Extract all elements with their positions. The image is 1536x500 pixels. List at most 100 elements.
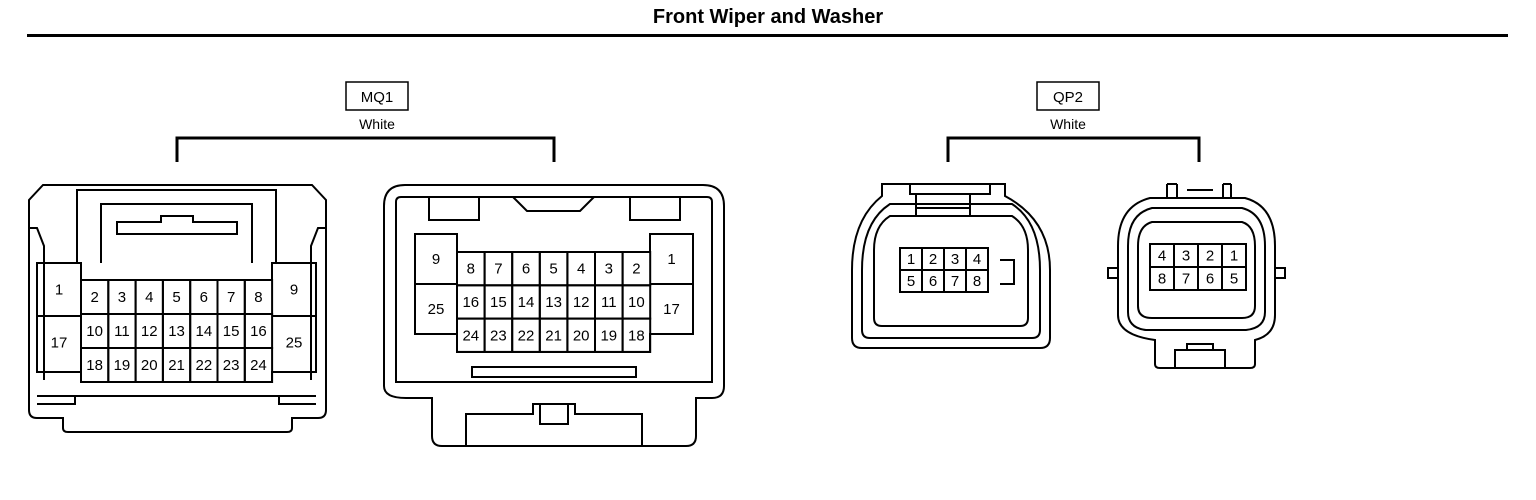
bottom-slot [471, 366, 637, 378]
pin-number: 5 [172, 289, 180, 306]
page-title: Front Wiper and Washer [652, 6, 884, 28]
pin-number: 5 [1230, 271, 1238, 288]
pin-number: 17 [663, 301, 680, 318]
pin-cell [243, 347, 274, 383]
pin-number: 21 [545, 327, 562, 344]
bottom-latch [1174, 343, 1226, 368]
pin-number: 2 [929, 251, 937, 268]
pin-number: 23 [490, 327, 507, 344]
pin-number: 6 [1206, 271, 1214, 288]
pin-number: 6 [929, 273, 937, 290]
pin-number: 24 [250, 357, 267, 374]
pin-number: 7 [1182, 271, 1190, 288]
connector-code-label: QP2 [1053, 89, 1083, 106]
connector-mq1-header: MQ1 White [175, 81, 556, 162]
connector-color-label: White [1050, 116, 1086, 132]
pin-number: 3 [951, 251, 959, 268]
pin-cell [1221, 266, 1247, 291]
housing-outline [1117, 197, 1276, 369]
pin-number: 18 [86, 357, 103, 374]
pin-number: 16 [462, 294, 479, 311]
pin-number: 1 [667, 251, 675, 268]
title-underline [27, 34, 1508, 37]
top-posts [1166, 183, 1232, 198]
housing-outline [383, 184, 725, 447]
pin-number: 13 [168, 323, 185, 340]
top-latch [909, 184, 991, 216]
pin-number: 18 [628, 327, 645, 344]
top-key-left [428, 197, 480, 221]
pin-number: 20 [141, 357, 158, 374]
housing-inner [1127, 207, 1266, 331]
pin-number: 14 [196, 323, 213, 340]
pin-number: 4 [577, 261, 585, 278]
pin-number: 11 [601, 294, 617, 311]
pin-number: 12 [141, 323, 158, 340]
pin-number: 10 [628, 294, 645, 311]
pin-number: 6 [522, 261, 530, 278]
pin-number: 15 [223, 323, 240, 340]
pin-number: 21 [168, 357, 185, 374]
pin-number: 2 [632, 261, 640, 278]
pin-number: 7 [494, 261, 502, 278]
pin-number: 1 [907, 251, 915, 268]
pin-number: 19 [600, 327, 617, 344]
pin-number: 9 [290, 282, 298, 299]
pin-number: 14 [518, 294, 535, 311]
top-key-right [629, 197, 681, 221]
connector-color-label: White [359, 116, 395, 132]
side-key [1000, 259, 1015, 285]
housing-notch-right [310, 227, 326, 380]
pin-number: 4 [1158, 248, 1166, 265]
connector-bracket [946, 136, 1201, 162]
housing-notch-left [29, 227, 45, 380]
top-key-center [512, 196, 595, 212]
pin-number: 12 [573, 294, 590, 311]
connector-code-box [1036, 81, 1100, 111]
pin-number: 17 [51, 335, 68, 352]
pin-number: 3 [1182, 248, 1190, 265]
housing-outline [851, 183, 1051, 349]
pin-number: 2 [1206, 248, 1214, 265]
pin-number: 15 [490, 294, 507, 311]
connector-qp2-header: QP2 White [946, 81, 1201, 162]
pin-number: 1 [1230, 248, 1238, 265]
pin-number: 16 [250, 323, 267, 340]
pin-number: 23 [223, 357, 240, 374]
latch-tab [116, 215, 238, 235]
pin-number: 7 [951, 273, 959, 290]
bottom-latch [465, 403, 643, 446]
pin-number: 4 [145, 289, 153, 306]
latch-frame [76, 189, 277, 263]
pin-number: 8 [254, 289, 262, 306]
pin-number: 11 [114, 323, 130, 340]
housing-inner [395, 196, 713, 383]
pin-number: 8 [1158, 271, 1166, 288]
pin-number: 19 [114, 357, 131, 374]
bottom-rail [37, 395, 316, 405]
pin-number: 25 [286, 335, 303, 352]
pin-number: 22 [196, 357, 213, 374]
pin-number: 10 [86, 323, 103, 340]
side-pegs [1107, 267, 1286, 279]
housing-inner [861, 203, 1041, 339]
pin-cell [965, 269, 989, 293]
pin-number: 4 [973, 251, 981, 268]
pin-number: 7 [227, 289, 235, 306]
pin-number: 13 [545, 294, 562, 311]
housing-outline [28, 184, 327, 433]
pin-number: 3 [118, 289, 126, 306]
pin-cavity [873, 215, 1029, 327]
connector-code-label: MQ1 [361, 89, 394, 106]
pin-number: 20 [573, 327, 590, 344]
pin-number: 9 [432, 251, 440, 268]
pin-number: 22 [518, 327, 535, 344]
pin-cavity [1137, 221, 1256, 319]
pin-number: 5 [907, 273, 915, 290]
pin-number: 25 [428, 301, 445, 318]
